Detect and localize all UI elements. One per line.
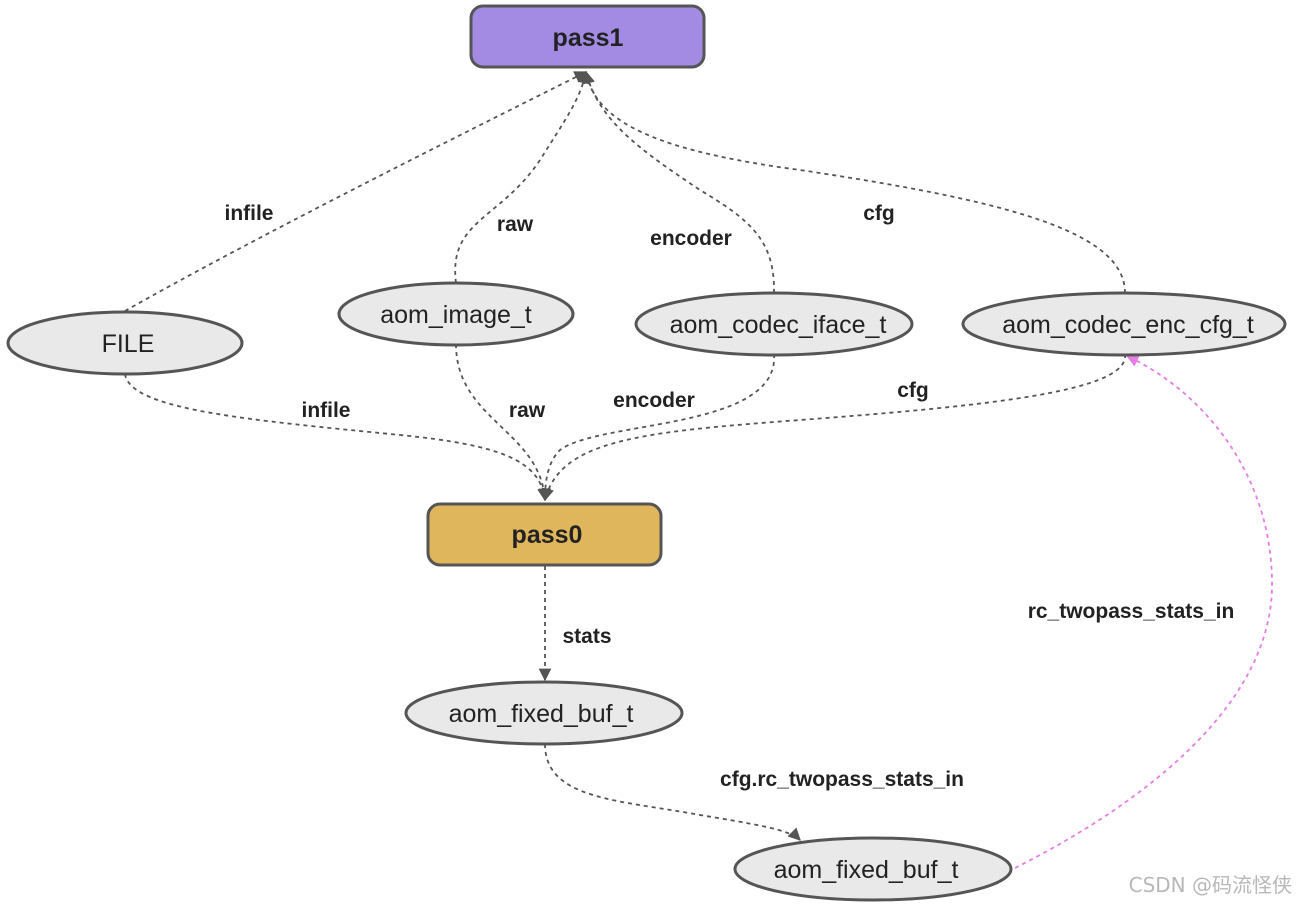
edge-image-to-pass0 xyxy=(455,343,551,502)
node-pass0: pass0 xyxy=(426,502,663,567)
node-aom-codec-iface-t-label: aom_codec_iface_t xyxy=(670,311,887,339)
edge-label-stats: stats xyxy=(562,625,611,648)
edge-buf-to-buf xyxy=(544,743,801,841)
edge-label-raw-pass1: raw xyxy=(497,213,534,236)
watermark: CSDN @码流怪侠 xyxy=(1129,873,1292,897)
edge-label-infile-pass0: infile xyxy=(301,399,350,422)
edge-label-raw-pass0: raw xyxy=(509,399,546,422)
edge-label-infile-pass1: infile xyxy=(224,202,273,225)
node-file-label: FILE xyxy=(102,330,155,358)
edge-file-to-pass0 xyxy=(124,373,550,502)
node-aom-image-t: aom_image_t xyxy=(337,281,575,347)
node-aom-codec-iface-t: aom_codec_iface_t xyxy=(634,291,914,357)
edge-iface-to-pass1 xyxy=(582,70,775,294)
edge-file-to-pass1 xyxy=(124,71,588,312)
edge-label-cfg-pass1: cfg xyxy=(863,202,895,225)
edge-label-cfg-pass0: cfg xyxy=(897,379,929,402)
edge-label-encoder-pass1: encoder xyxy=(650,227,732,250)
node-aom-fixed-buf-t-2: aom_fixed_buf_t xyxy=(733,836,1013,902)
edge-image-to-pass1 xyxy=(454,70,590,284)
edge-cfg-to-pass0 xyxy=(541,353,1126,502)
node-pass1: pass1 xyxy=(469,4,706,69)
edge-label-rc-twopass-stats-in: rc_twopass_stats_in xyxy=(1028,600,1235,623)
node-file: FILE xyxy=(6,310,244,376)
node-pass0-label: pass0 xyxy=(512,521,583,549)
node-aom-fixed-buf-t-1: aom_fixed_buf_t xyxy=(404,680,684,746)
node-pass1-label: pass1 xyxy=(553,24,624,52)
node-aom-fixed-buf-t-2-label: aom_fixed_buf_t xyxy=(774,856,959,884)
edge-cfg-to-pass1 xyxy=(581,70,1126,294)
node-aom-codec-enc-cfg-t-label: aom_codec_enc_cfg_t xyxy=(1002,311,1254,339)
node-aom-fixed-buf-t-1-label: aom_fixed_buf_t xyxy=(449,700,634,728)
edge-label-encoder-pass0: encoder xyxy=(613,389,695,412)
edge-label-cfg-rc-twopass-stats-in: cfg.rc_twopass_stats_in xyxy=(720,768,964,791)
node-aom-codec-enc-cfg-t: aom_codec_enc_cfg_t xyxy=(961,291,1287,357)
edge-iface-to-pass0 xyxy=(538,353,775,502)
node-aom-image-t-label: aom_image_t xyxy=(380,301,532,329)
